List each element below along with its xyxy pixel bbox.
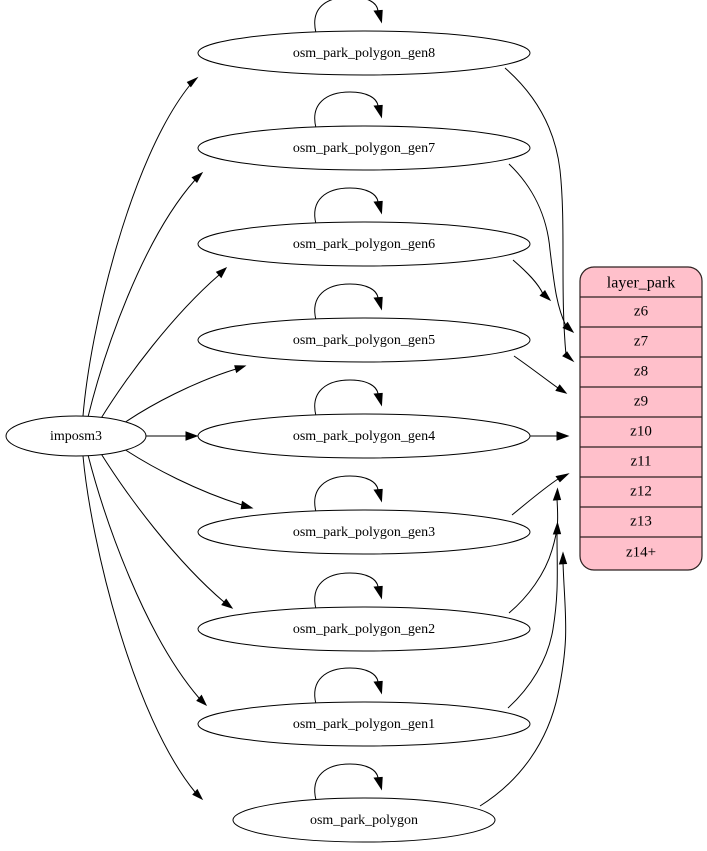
node-gen7[interactable]: osm_park_polygon_gen7	[197, 125, 531, 171]
layer-park-body[interactable]	[579, 266, 703, 571]
self-loop-gen1	[314, 667, 383, 705]
node-imposm3-label: imposm3	[50, 429, 102, 444]
layer-park-row-z8[interactable]: z8	[580, 363, 702, 388]
edge-group-process-to-layer	[479, 67, 575, 807]
self-loop-gen3	[314, 475, 383, 513]
node-gen5-label: osm_park_polygon_gen5	[293, 333, 435, 348]
node-gen7-label: osm_park_polygon_gen7	[293, 141, 435, 156]
layer-park-row-z11[interactable]: z11	[580, 453, 702, 478]
layer-park-row-z13[interactable]: z13	[580, 513, 702, 538]
edge-imposm3-to-gen3	[123, 448, 254, 510]
edge-gen4-to-z10	[530, 431, 570, 441]
edge-imposm3-to-gen2	[99, 451, 234, 609]
node-gen4-label: osm_park_polygon_gen4	[293, 429, 435, 444]
node-gen1[interactable]: osm_park_polygon_gen1	[197, 701, 531, 747]
edge-gen8-to-z8	[504, 67, 575, 363]
layer-park-row-z13-label: z13	[630, 513, 652, 529]
node-gen2-label: osm_park_polygon_gen2	[293, 622, 435, 637]
node-imposm3-shape[interactable]	[5, 415, 147, 457]
edge-imposm3-to-gen5	[123, 365, 247, 424]
edge-gen7-to-z7	[508, 163, 575, 334]
node-gen6[interactable]: osm_park_polygon_gen6	[197, 221, 531, 267]
edge-gen2-to-z12	[508, 487, 562, 614]
node-gen2-shape[interactable]	[197, 606, 531, 652]
edge-imposm3-to-base	[82, 455, 204, 801]
self-loop-gen7	[314, 91, 383, 129]
node-gen2[interactable]: osm_park_polygon_gen2	[197, 606, 531, 652]
node-layer-park-table[interactable]: layer_park z6 z7 z8 z9	[579, 266, 703, 571]
node-base-shape[interactable]	[232, 797, 496, 843]
layer-park-row-z10[interactable]: z10	[580, 423, 702, 448]
edge-group-self-loops	[314, 0, 383, 801]
edge-gen5-to-z9	[513, 355, 568, 394]
layer-park-row-z10-label: z10	[630, 423, 652, 439]
layer-park-row-z11-label: z11	[630, 453, 651, 469]
node-gen6-label: osm_park_polygon_gen6	[293, 237, 435, 252]
layer-park-row-z12-label: z12	[630, 483, 652, 499]
node-gen8[interactable]: osm_park_polygon_gen8	[197, 30, 531, 76]
node-gen5-shape[interactable]	[197, 317, 531, 363]
node-gen8-label: osm_park_polygon_gen8	[293, 46, 435, 61]
edge-imposm3-to-gen4	[146, 431, 199, 441]
edge-imposm3-to-gen6	[99, 266, 228, 421]
node-gen3-label: osm_park_polygon_gen3	[293, 525, 435, 540]
node-gen5[interactable]: osm_park_polygon_gen5	[197, 317, 531, 363]
edge-gen6-to-z6	[512, 259, 552, 302]
layer-park-row-z7[interactable]: z7	[580, 333, 702, 358]
self-loop-gen8	[314, 0, 383, 34]
layer-park-row-z6[interactable]: z6	[580, 303, 702, 328]
edge-base-to-z14p	[479, 551, 568, 807]
node-gen8-shape[interactable]	[197, 30, 531, 76]
layer-park-row-z14p[interactable]: z14+	[626, 544, 656, 560]
node-gen3-shape[interactable]	[197, 509, 531, 555]
layer-park-row-z12[interactable]: z12	[580, 483, 702, 508]
self-loop-gen6	[314, 187, 383, 225]
layer-park-row-z7-label: z7	[634, 333, 649, 349]
edge-group-source-to-process	[82, 76, 254, 801]
self-loop-gen4	[314, 379, 383, 417]
edge-gen1-to-z13	[507, 521, 562, 709]
node-base[interactable]: osm_park_polygon	[232, 797, 496, 843]
edge-imposm3-to-gen1	[87, 454, 208, 707]
edge-imposm3-to-gen7	[87, 171, 204, 418]
node-gen7-shape[interactable]	[197, 125, 531, 171]
self-loop-gen2	[314, 572, 383, 610]
node-base-label: osm_park_polygon	[310, 813, 418, 828]
layer-park-header-label: layer_park	[607, 275, 675, 292]
layer-park-row-z14p-label: z14+	[626, 544, 656, 560]
layer-park-row-z9[interactable]: z9	[580, 393, 702, 418]
layer-park-row-z9-label: z9	[634, 393, 648, 409]
node-gen6-shape[interactable]	[197, 221, 531, 267]
node-gen3[interactable]: osm_park_polygon_gen3	[197, 509, 531, 555]
layer-park-row-z8-label: z8	[634, 363, 648, 379]
node-gen4-shape[interactable]	[197, 413, 531, 459]
edge-imposm3-to-gen8	[82, 76, 199, 417]
node-imposm3[interactable]: imposm3	[5, 415, 147, 457]
layer-park-row-z6-label: z6	[634, 303, 649, 319]
node-gen1-label: osm_park_polygon_gen1	[293, 717, 435, 732]
node-gen1-shape[interactable]	[197, 701, 531, 747]
node-gen4[interactable]: osm_park_polygon_gen4	[197, 413, 531, 459]
self-loop-gen5	[314, 283, 383, 321]
edge-gen3-to-z11	[511, 473, 570, 516]
self-loop-base	[314, 763, 383, 801]
